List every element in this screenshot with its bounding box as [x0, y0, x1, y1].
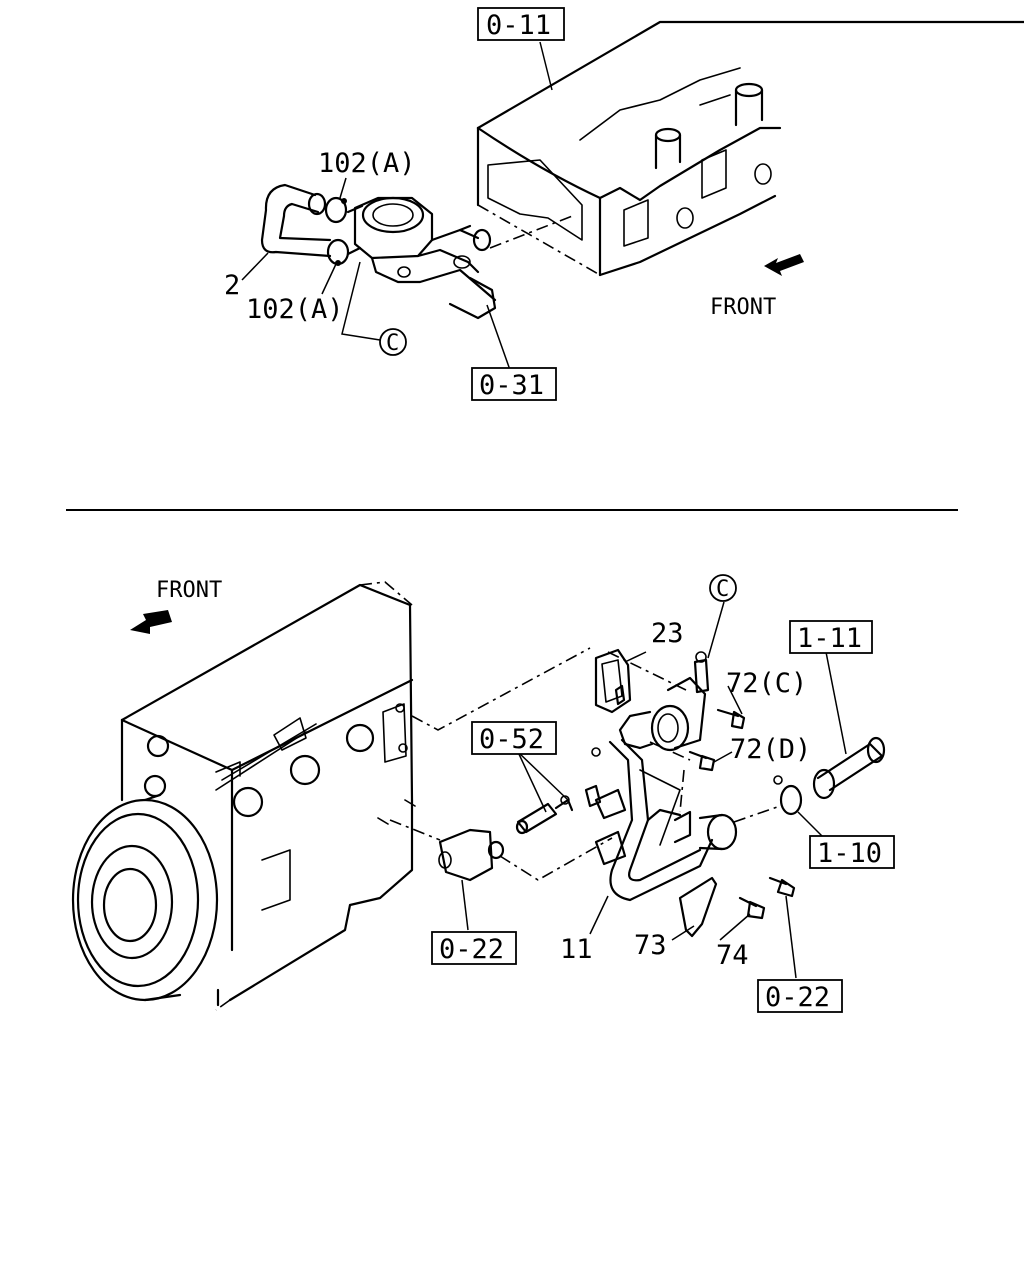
callout-bolt: 74 — [716, 940, 749, 971]
hose-drawing — [260, 183, 364, 266]
callout-hose: 2 — [224, 270, 240, 301]
ref-sensor-label: 0-52 — [479, 724, 544, 755]
connector-c-marker-bottom — [709, 574, 737, 602]
callout-clamp-lower: 102(A) — [246, 294, 344, 325]
ref-hose-label: 1-11 — [797, 623, 862, 654]
ref-thermostat-housing-label: 0-31 — [479, 370, 544, 401]
callout-clamp-upper: 102(A) — [318, 148, 416, 179]
top-view: 0-11 102(A) 2 102(A) C 0-31 FRONT — [224, 7, 1024, 401]
callout-bolt-c: 72(C) — [726, 668, 807, 699]
callout-bolt-d: 72(D) — [730, 734, 811, 765]
pipe-drawing — [594, 738, 738, 902]
callout-pipe: 11 — [560, 934, 593, 965]
front-arrow-icon-top — [764, 254, 804, 276]
connector-c-marker-top — [379, 328, 407, 356]
callout-gasket: 23 — [651, 618, 684, 649]
ref-clamp-label: 1-10 — [817, 838, 882, 869]
bracket-73-drawing — [678, 876, 796, 938]
engine-block-drawing — [71, 581, 416, 1011]
front-arrow-icon-bottom — [130, 610, 172, 634]
thermostat-housing-drawing — [353, 196, 497, 320]
ref-bolt-right-label: 0-22 — [765, 982, 830, 1013]
clamp-upper-ring — [324, 196, 348, 224]
callout-connector-bottom: C — [716, 577, 729, 602]
ref-engine-head-label: 0-11 — [486, 10, 551, 41]
ref-bracket-left-label: 0-22 — [439, 934, 504, 965]
direction-label-bottom: FRONT — [156, 578, 222, 603]
direction-label-top: FRONT — [710, 295, 776, 320]
outlet-housing-drawing — [594, 648, 746, 772]
hose-1-11-drawing — [773, 736, 886, 816]
callout-bracket: 73 — [634, 930, 667, 961]
callout-connector-top: C — [386, 331, 399, 356]
bracket-left-drawing — [438, 828, 505, 882]
bottom-view: FRONT — [71, 574, 895, 1013]
cylinder-head-drawing — [476, 20, 1024, 277]
